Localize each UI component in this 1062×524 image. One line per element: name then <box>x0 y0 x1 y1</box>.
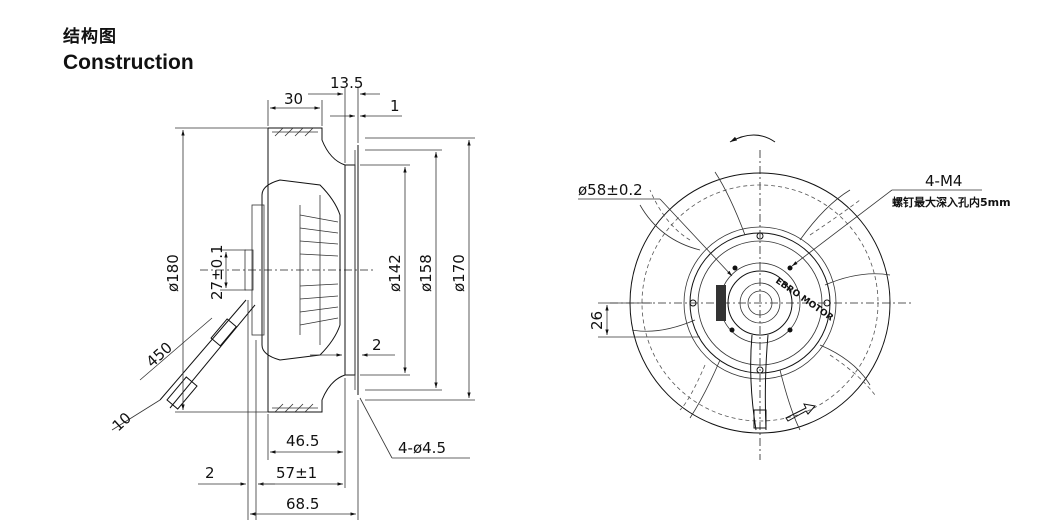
dim-10: 10 <box>109 409 135 435</box>
dim-2-bottom: 2 <box>205 464 215 482</box>
dim-d170: ø170 <box>450 254 468 292</box>
dim-68-5: 68.5 <box>286 495 319 513</box>
dim-d142: ø142 <box>386 254 404 292</box>
blades <box>631 171 891 431</box>
hatch-top <box>274 127 314 137</box>
dim-holes: 4-ø4.5 <box>398 439 446 457</box>
dim-m4: 4-M4 <box>925 172 962 190</box>
rotation-arrow <box>729 134 776 143</box>
title-chinese: 结构图 <box>63 27 117 46</box>
dim-46-5: 46.5 <box>286 432 319 450</box>
dim-13-5: 13.5 <box>330 74 363 92</box>
dim-1: 1 <box>390 97 400 115</box>
dim-30: 30 <box>284 90 303 108</box>
front-view: EBRO MOTOR ø58±0.2 4-M4 螺钉最大深入孔内5mm 26 <box>578 134 1011 460</box>
dim-d158: ø158 <box>417 254 435 292</box>
motor-body <box>261 179 341 361</box>
dim-26: 26 <box>588 311 606 330</box>
dim-450: 450 <box>143 338 176 371</box>
mount-holes <box>689 232 831 374</box>
dim-27: 27±0.1 <box>208 244 226 300</box>
note-screw-depth: 螺钉最大深入孔内5mm <box>892 195 1011 209</box>
cable-gland <box>166 376 198 410</box>
airflow-arrow <box>785 403 816 422</box>
label-plate <box>716 285 726 321</box>
front-cable <box>750 334 757 431</box>
side-view: ø180 27±0.1 ø142 ø158 ø170 30 13.5 <box>109 74 475 520</box>
cooling-fins <box>299 214 339 326</box>
dim-d180: ø180 <box>164 254 182 292</box>
dim-2-gap: 2 <box>372 336 382 354</box>
dim-d58: ø58±0.2 <box>578 181 643 199</box>
title-english: Construction <box>63 51 194 74</box>
dim-57: 57±1 <box>276 464 317 482</box>
cable <box>159 299 247 401</box>
hatch-bottom <box>274 403 314 413</box>
